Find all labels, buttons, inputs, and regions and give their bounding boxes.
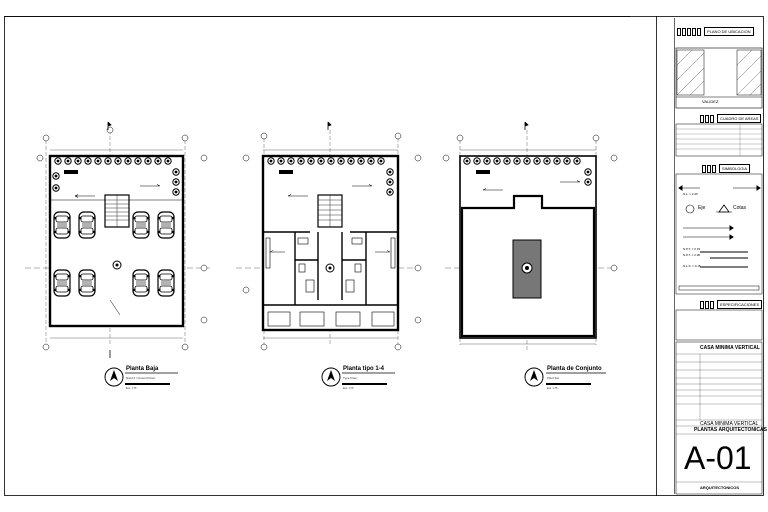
ubicacion-header: PLANO DE UBICACION [677, 27, 754, 36]
nl-label: N.L. = 2.45 [683, 192, 698, 196]
plan-title: PLANTAS ARQUITECTONICAS [694, 427, 767, 433]
especificaciones-header: ESPECIFICACIONES [700, 300, 763, 309]
plan-planta-baja [25, 121, 210, 387]
plan-title-3: Planta de Conjunto [547, 366, 602, 372]
cotas-label: Cotas [733, 205, 747, 211]
plan-subtitle-2: Type Floor [343, 376, 358, 380]
plan-scale-3: Esc. 1:75 [547, 387, 558, 390]
plan-title-2: Planta tipo 1-4 [343, 366, 385, 372]
especificaciones-label: ESPECIFICACIONES [717, 300, 763, 309]
plan-title-1: Planta Baja [126, 366, 159, 372]
cuadro-header: CUADRO DE AREAS [700, 114, 762, 123]
eje-label: Eje [698, 205, 706, 211]
sheet-number: A-01 [684, 440, 752, 476]
project-name: CASA MINIMA VERTICAL [700, 345, 760, 351]
plan-subtitle-3: Plant Set [547, 376, 560, 380]
plan-subtitle-1: Nivel 0 / Ground Floor [126, 376, 156, 380]
plan-scale-2: Esc. 1:75 [343, 387, 354, 390]
discipline-label: ARQUITECTONICOS [700, 485, 740, 490]
cuadro-label: CUADRO DE AREAS [717, 114, 762, 123]
plan-conjunto [442, 121, 618, 387]
simbologia-label: SIMBOLOGIA [719, 164, 751, 173]
title-block [675, 47, 763, 495]
project-name-2: CASA MINIMA VERTICAL [700, 421, 759, 427]
ubicacion-label: PLANO DE UBICACION [704, 27, 754, 36]
npt2-label: N.P.T. = 2.95 [683, 253, 701, 257]
simbologia-header: SIMBOLOGIA [702, 164, 751, 173]
plan-planta-tipo [236, 121, 422, 387]
npt1-label: N.P.T. = 0.15 [683, 247, 701, 251]
nls-label: N.L.S. = 0.15 [683, 264, 701, 268]
validez-label: VALIDEZ [702, 99, 719, 104]
plan-scale-1: Esc. 1:75 [126, 387, 137, 390]
